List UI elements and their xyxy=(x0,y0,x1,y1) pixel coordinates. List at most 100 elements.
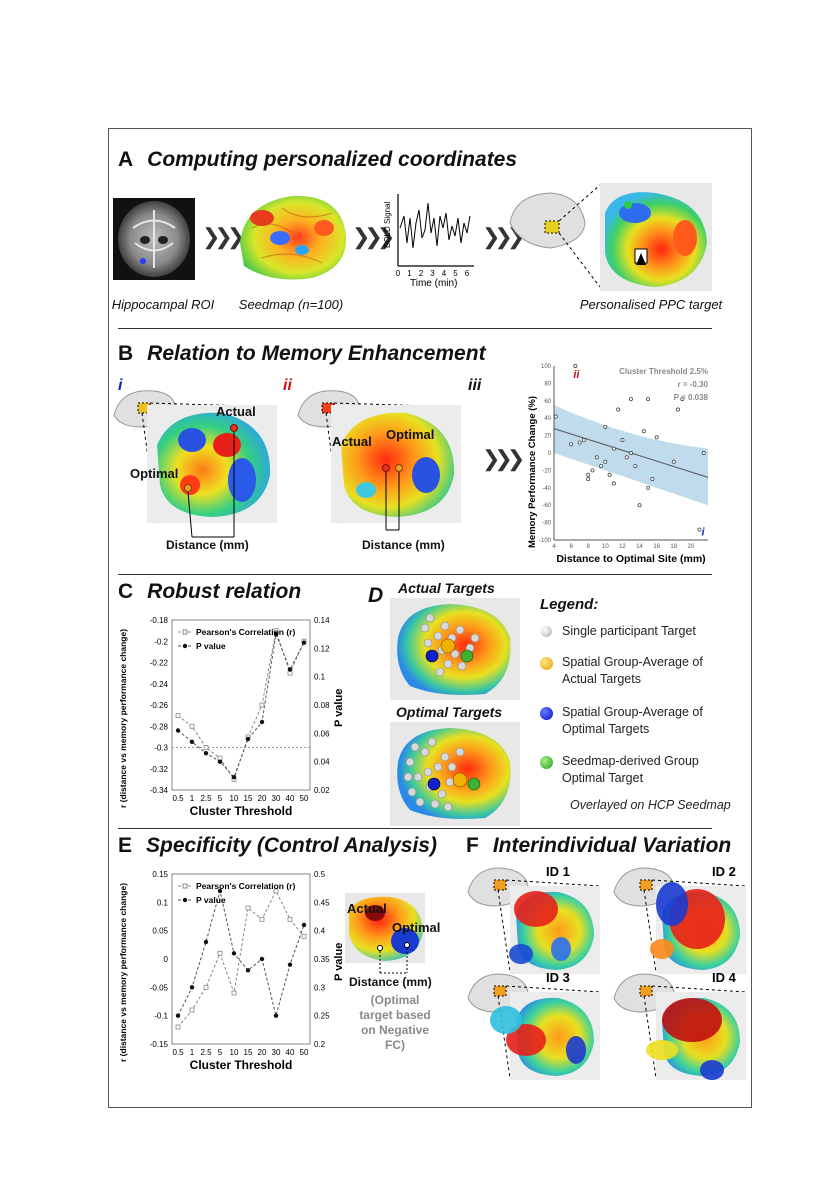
figure-frame xyxy=(108,128,752,1108)
activation-blob xyxy=(650,939,674,959)
p-series-point xyxy=(189,985,195,990)
r-series-point xyxy=(273,888,279,894)
x-tick-label: 2.5 xyxy=(200,794,212,803)
r-series-line xyxy=(177,630,305,781)
x-tick-label: 16 xyxy=(653,544,660,550)
panel-e-letter: E xyxy=(118,834,133,857)
y2-tick-label: 0.35 xyxy=(314,955,330,964)
separator xyxy=(118,328,712,329)
p-series-point xyxy=(217,759,223,764)
zoom-line xyxy=(497,889,511,973)
zoom-line xyxy=(643,889,657,973)
r-series-point xyxy=(259,702,265,708)
arrow-icon: ❯❯❯ xyxy=(482,446,525,471)
scatter-point xyxy=(590,468,595,473)
p-series-point xyxy=(245,736,251,742)
x-tick-label: 10 xyxy=(602,544,609,550)
participant-target-dot xyxy=(470,633,480,643)
y-tick-label: -0.22 xyxy=(150,659,169,668)
y-tick-label: -80 xyxy=(542,521,551,527)
y-tick-label: 0.05 xyxy=(152,927,168,936)
y-tick-label: -0.3 xyxy=(154,744,168,753)
id-label: ID 3 xyxy=(546,970,570,985)
participant-target-dot xyxy=(443,802,453,812)
i-marker: i xyxy=(701,527,705,539)
legend-r-marker xyxy=(182,883,188,889)
scatter-point xyxy=(676,407,681,412)
panel-c-letter: C xyxy=(118,580,134,603)
r-series-point xyxy=(175,1024,181,1030)
activation-blob xyxy=(662,998,722,1042)
y-axis-label: r (distance vs memory performance change… xyxy=(118,629,128,808)
bold-xlabel: Time (min) xyxy=(410,278,457,288)
p-series-point xyxy=(259,719,265,725)
x-tick-label: 30 xyxy=(272,794,281,803)
map-i xyxy=(113,390,278,538)
scatter-point xyxy=(637,503,642,508)
p-series-point xyxy=(259,956,265,962)
y-tick-label: -0.26 xyxy=(150,701,169,710)
optimal-label-i: Optimal xyxy=(130,466,179,481)
x-tick-label: 4 xyxy=(552,544,556,550)
participant-target-dot xyxy=(423,638,433,648)
p-series-point xyxy=(273,1013,279,1018)
optimal-label-ii: Optimal xyxy=(386,427,435,442)
participant-target-dot xyxy=(420,623,430,633)
y-tick-label: -0.1 xyxy=(154,1012,168,1021)
legend-item-seedmap-optimal: Seedmap-derived Group Optimal Target xyxy=(562,754,699,785)
roi-box xyxy=(493,879,507,891)
r-series-point xyxy=(217,950,223,956)
scatter-point xyxy=(624,455,629,460)
scatter-point xyxy=(553,414,558,419)
negative-fc-note: (Optimal target based on Negative FC) xyxy=(359,993,431,1052)
plot-frame xyxy=(171,873,311,1045)
panel-f-letter: F xyxy=(466,834,479,857)
p-series-point xyxy=(189,739,195,745)
x-tick-label: 0.5 xyxy=(172,1048,184,1057)
bold-x-tick: 2 xyxy=(419,269,424,278)
scatter-point xyxy=(654,435,659,440)
label-iii: iii xyxy=(468,377,482,394)
actual-targets-map xyxy=(390,598,520,700)
arrow-icon: ❯❯❯ xyxy=(352,224,395,249)
single-target-icon xyxy=(541,626,552,637)
arrow-icon: ❯❯❯ xyxy=(202,224,245,249)
ii-marker: ii xyxy=(573,369,580,381)
participant-target-dot xyxy=(455,625,465,635)
plot-frame xyxy=(171,619,311,791)
scatter-point xyxy=(599,464,604,469)
scatter-point xyxy=(581,437,586,442)
y-tick-label: 20 xyxy=(544,434,551,440)
actual-average-marker xyxy=(452,772,468,788)
p-series-point xyxy=(175,1013,181,1018)
panel-e-title: E Specificity (Control Analysis) xyxy=(118,834,437,858)
y-tick-label: 40 xyxy=(544,416,551,422)
scatter-point xyxy=(569,442,574,447)
x-axis-label: Cluster Threshold xyxy=(190,804,293,818)
r-series-point xyxy=(231,990,237,996)
participant-target-dot xyxy=(433,631,443,641)
x-tick-label: 8 xyxy=(587,544,591,550)
scatter-point xyxy=(646,485,651,490)
legend-title-text: Legend xyxy=(540,596,594,613)
scatter-point xyxy=(641,429,646,434)
confidence-band xyxy=(554,405,708,506)
participant-target-dot xyxy=(430,799,440,809)
x-tick-label: 20 xyxy=(688,544,695,550)
actual-average-marker xyxy=(440,638,456,654)
interindividual-map: ID 3 xyxy=(467,970,601,1080)
y-tick-label: 100 xyxy=(541,364,552,370)
x-tick-label: 1 xyxy=(190,1048,195,1057)
distance-label-i: Distance (mm) xyxy=(166,538,249,552)
y-tick-label: -0.15 xyxy=(150,1040,169,1049)
y-tick-label: -0.24 xyxy=(150,680,169,689)
scatter-point xyxy=(573,364,578,368)
y2-tick-label: 0.02 xyxy=(314,786,330,795)
r-series-point xyxy=(189,723,195,729)
panel-e-heading: Specificity (Control Analysis) xyxy=(146,834,437,857)
y2-tick-label: 0.06 xyxy=(314,729,330,738)
p-series-point xyxy=(301,640,307,645)
